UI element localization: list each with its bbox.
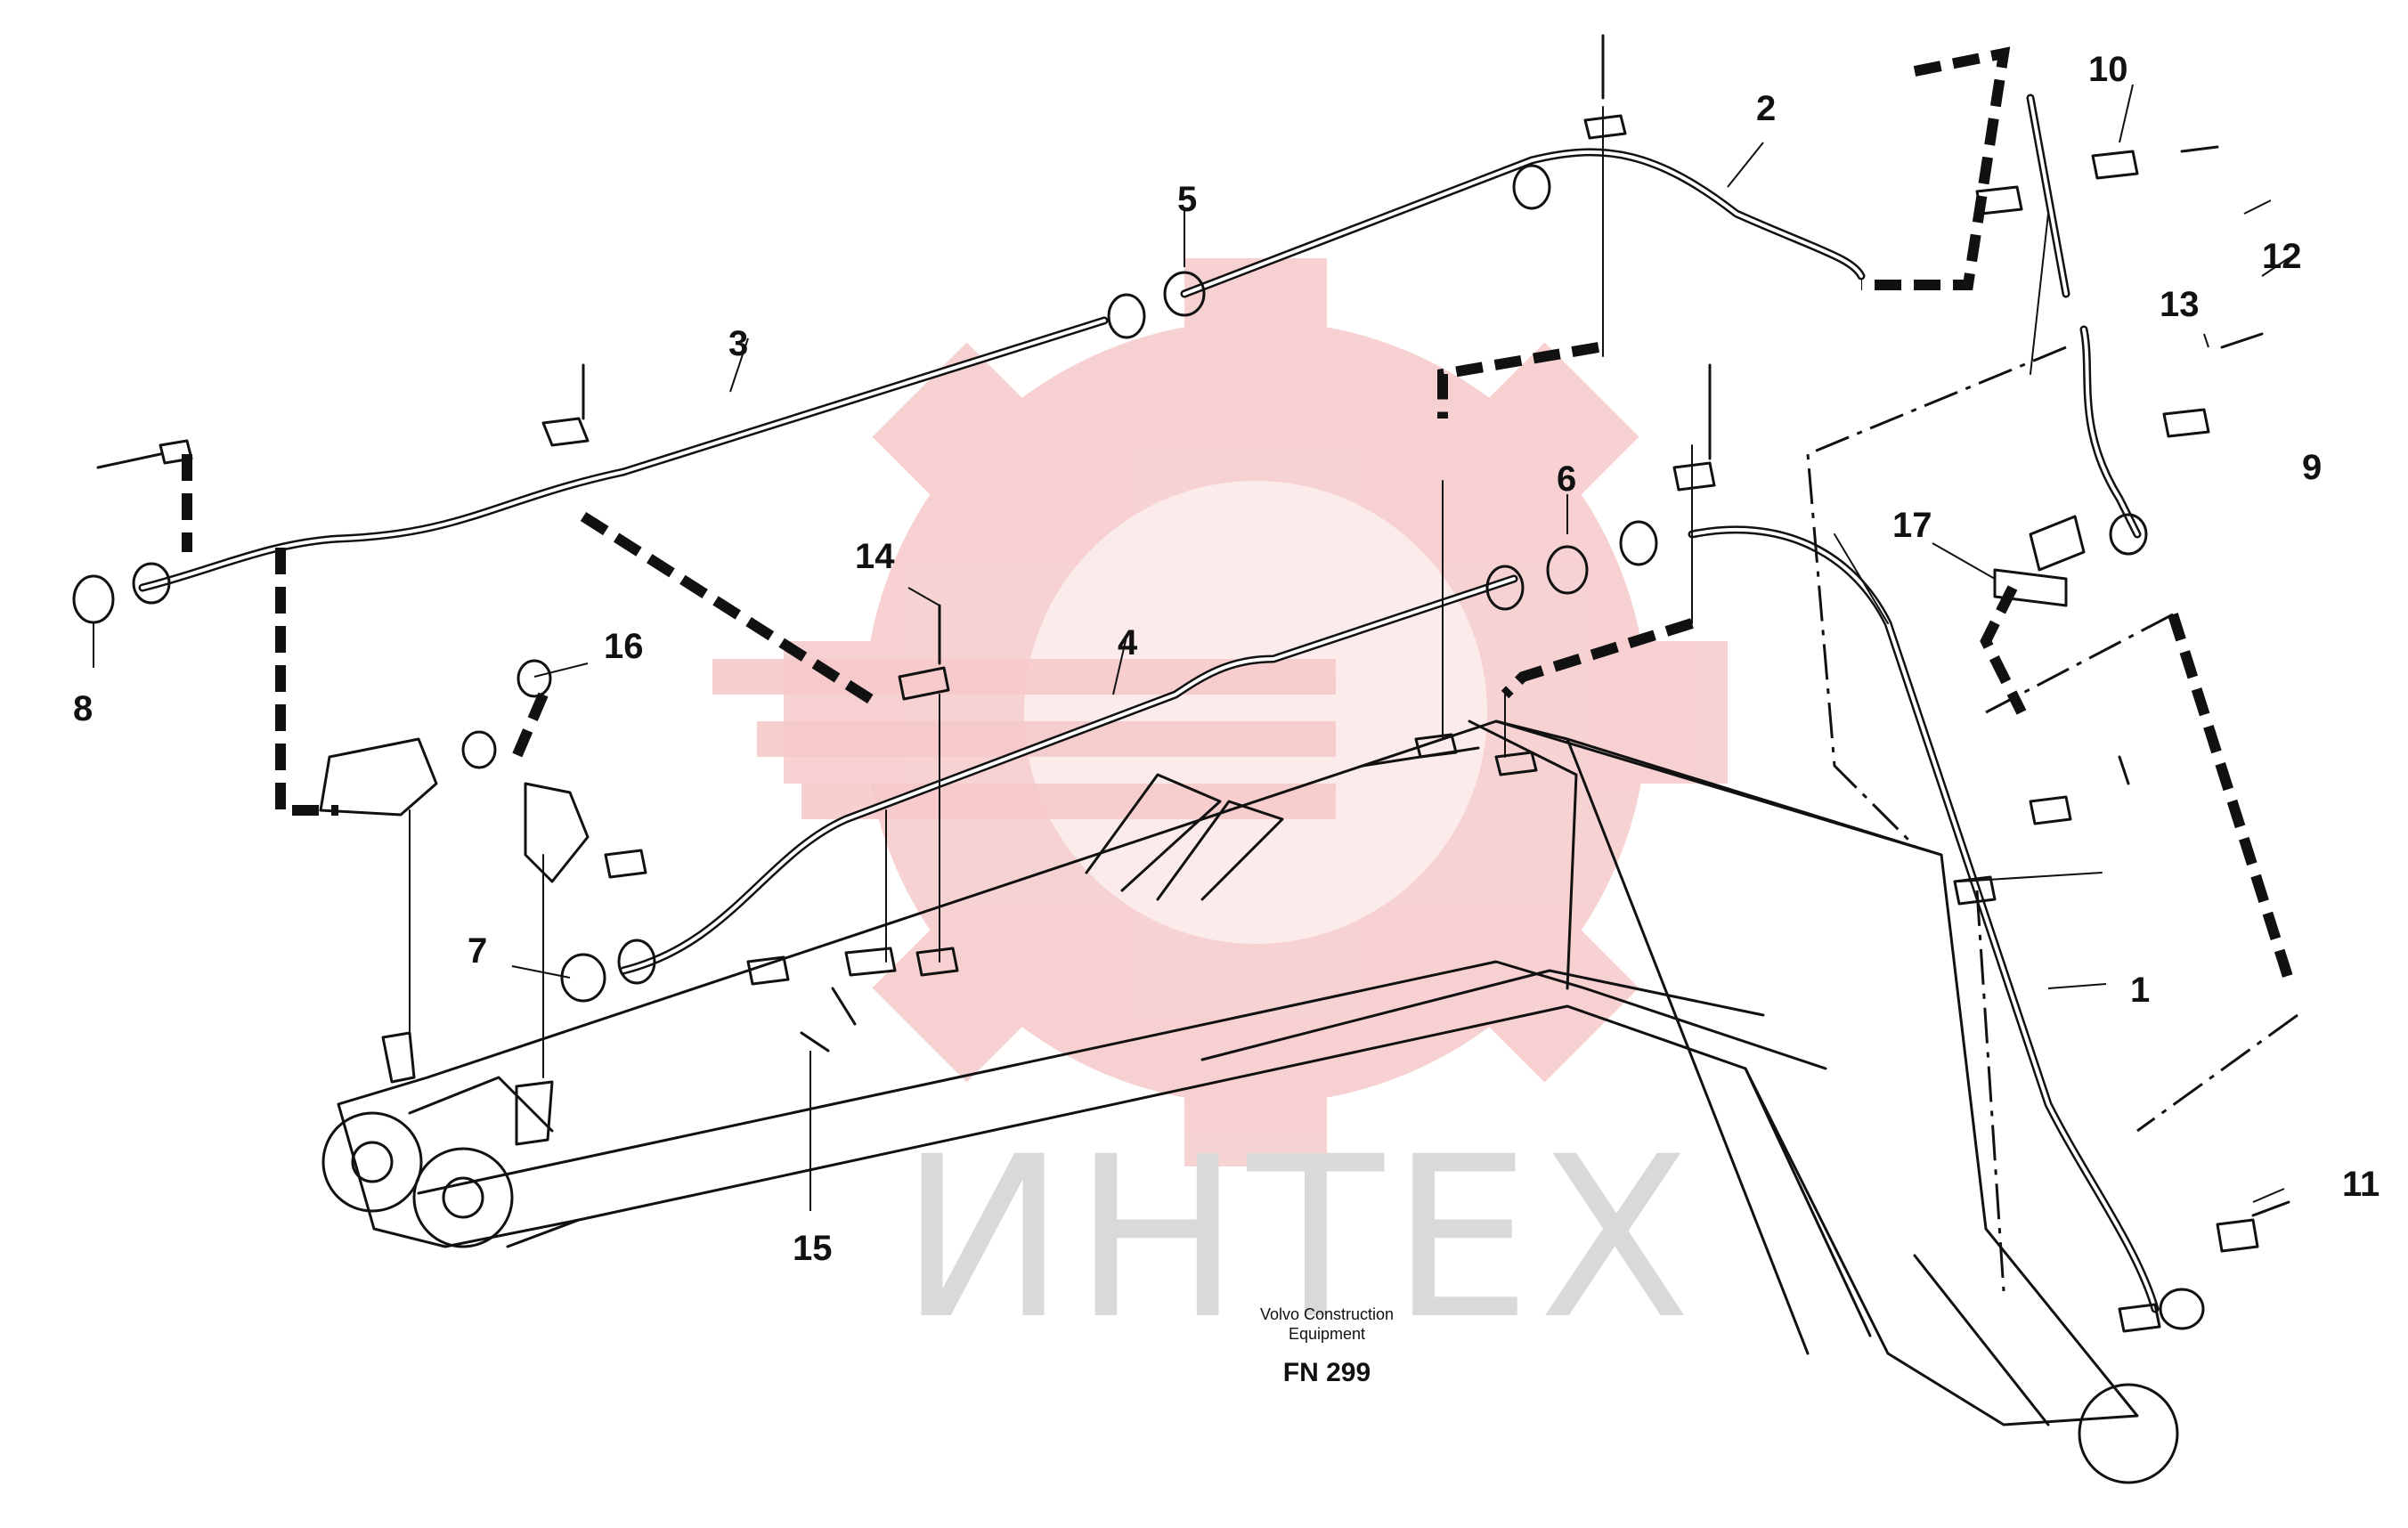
callout-4: 4 bbox=[1118, 623, 1138, 662]
callout-7: 7 bbox=[468, 931, 488, 971]
callout-1: 1 bbox=[2130, 971, 2151, 1010]
plates bbox=[319, 568, 2068, 1146]
callout-5: 5 bbox=[1177, 180, 1198, 219]
manufacturer-line-1: Volvo Construction bbox=[1259, 1305, 1395, 1323]
watermark-text: ИНТЕХ bbox=[899, 1109, 1698, 1368]
callout-9: 9 bbox=[2302, 448, 2323, 487]
dash-dot-lines bbox=[1806, 345, 2298, 1292]
fittings bbox=[72, 164, 2205, 1330]
boom-foot-eyes bbox=[321, 1076, 2179, 1484]
figure-code: FN 299 bbox=[1282, 1358, 1371, 1387]
callout-3: 3 bbox=[728, 324, 749, 363]
callout-14: 14 bbox=[855, 537, 895, 576]
dashed-routing bbox=[182, 46, 2294, 981]
callout-10: 10 bbox=[2088, 50, 2128, 89]
callout-leaders bbox=[93, 84, 2290, 1211]
callout-17: 17 bbox=[1892, 506, 1932, 545]
leader-lines bbox=[409, 106, 2103, 1078]
callout-15: 15 bbox=[793, 1229, 833, 1268]
callout-2: 2 bbox=[1756, 89, 1777, 128]
figure-footer: Volvo Construction Equipment FN 299 bbox=[1229, 1304, 1425, 1388]
callout-6: 6 bbox=[1557, 459, 1577, 499]
callout-8: 8 bbox=[73, 689, 94, 728]
callout-11: 11 bbox=[2342, 1165, 2380, 1204]
callout-13: 13 bbox=[2160, 285, 2200, 324]
manufacturer-line-2: Equipment bbox=[1288, 1325, 1366, 1343]
callout-12: 12 bbox=[2262, 237, 2302, 276]
bolts bbox=[96, 34, 2290, 1217]
callout-16: 16 bbox=[604, 627, 644, 666]
